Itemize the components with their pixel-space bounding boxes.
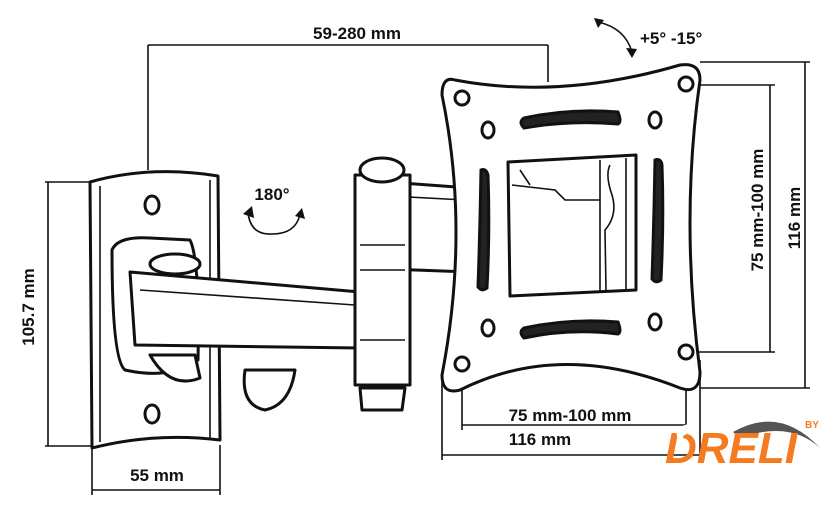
logo-swoosh xyxy=(733,421,820,448)
arm-extension-label: 59-280 mm xyxy=(313,24,401,43)
tilt-label: +5° -15° xyxy=(640,29,702,48)
swivel-arrow-icon xyxy=(243,206,305,235)
wall-plate-height-label: 105.7 mm xyxy=(19,268,38,346)
drill-icon xyxy=(676,424,690,446)
wall-plate-width-label: 55 mm xyxy=(130,466,184,485)
swivel-label: 180° xyxy=(254,185,289,204)
logo-by: BY xyxy=(805,420,819,431)
hinge-cylinder xyxy=(353,156,412,412)
vesa-horizontal-label: 75 mm-100 mm xyxy=(509,406,632,425)
plate-width-label: 116 mm xyxy=(509,430,571,449)
dimension-lines xyxy=(45,44,810,495)
dreli-logo: DRELI BY xyxy=(665,420,820,473)
mount-arm-primary xyxy=(128,252,362,412)
vesa-vertical-label: 75 mm-100 mm xyxy=(748,149,767,272)
vesa-plate xyxy=(440,63,702,393)
tilt-arrow-icon xyxy=(594,18,637,58)
plate-height-label: 116 mm xyxy=(785,187,804,249)
